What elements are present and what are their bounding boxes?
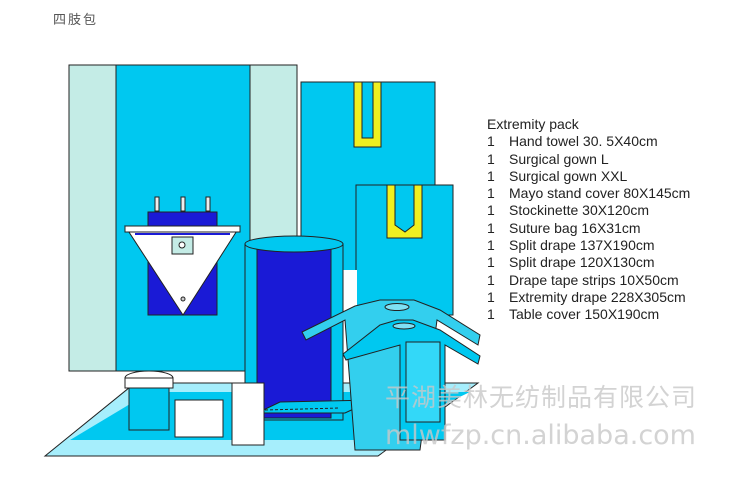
drape-stripe-left bbox=[68, 64, 117, 372]
split-drape-small-slot bbox=[386, 184, 423, 239]
suture-bag bbox=[231, 382, 265, 446]
watermark-site: mlwfzp.cn.alibaba.com bbox=[385, 420, 696, 451]
surgical-gown-xxl bbox=[301, 299, 481, 451]
page-title: 四肢包 bbox=[53, 13, 99, 28]
watermark-company: 平湖美林无纺制品有限公司 bbox=[385, 383, 698, 412]
split-drape-small bbox=[355, 184, 454, 316]
split-drape-large-slot bbox=[353, 81, 382, 148]
hand-towel bbox=[174, 399, 224, 438]
contents-heading: Extremity pack bbox=[487, 116, 579, 132]
